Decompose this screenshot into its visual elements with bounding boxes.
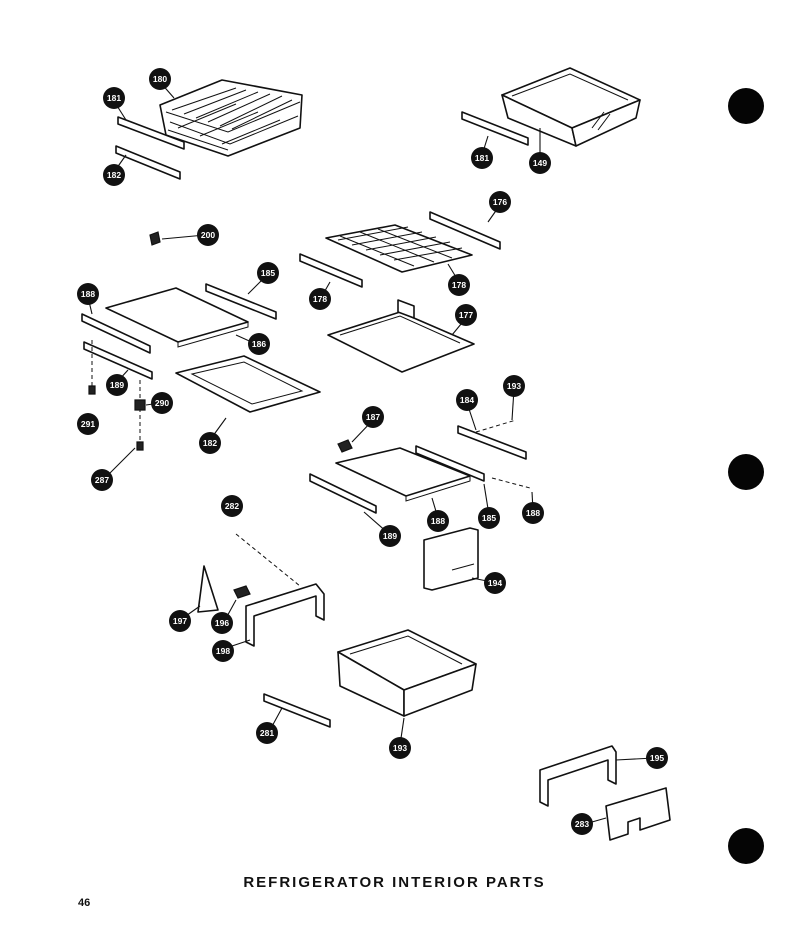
crisper-frame-assembly [197, 533, 325, 647]
callout-185: 185 [478, 507, 500, 529]
wire-shelf [299, 211, 501, 288]
callout-187: 187 [362, 406, 384, 428]
callout-193: 193 [389, 737, 411, 759]
svg-text:188: 188 [526, 508, 540, 518]
svg-text:283: 283 [575, 819, 589, 829]
callout-283: 283 [571, 813, 593, 835]
svg-text:198: 198 [216, 646, 230, 656]
glass-shelf [81, 283, 277, 380]
callout-188: 188 [522, 502, 544, 524]
rear-bracket-assembly [539, 745, 671, 841]
crisper-pan [337, 629, 477, 717]
svg-text:186: 186 [252, 339, 266, 349]
diagram-title: REFRIGERATOR INTERIOR PARTS [243, 874, 546, 891]
svg-text:290: 290 [155, 398, 169, 408]
svg-text:178: 178 [313, 294, 327, 304]
callout-291: 291 [77, 413, 99, 435]
svg-text:176: 176 [493, 197, 507, 207]
callout-194: 194 [484, 572, 506, 594]
binder-hole-bottom [728, 828, 764, 864]
svg-text:188: 188 [431, 516, 445, 526]
svg-text:184: 184 [460, 395, 474, 405]
svg-text:182: 182 [203, 438, 217, 448]
svg-text:193: 193 [507, 381, 521, 391]
callout-196: 196 [211, 612, 233, 634]
callout-184: 184 [456, 389, 478, 411]
svg-text:181: 181 [107, 93, 121, 103]
binder-hole-top [728, 88, 764, 124]
callout-176: 176 [489, 191, 511, 213]
svg-text:178: 178 [452, 280, 466, 290]
callout-181: 181 [471, 147, 493, 169]
screw-assembly-left [88, 340, 146, 451]
svg-text:282: 282 [225, 501, 239, 511]
svg-text:200: 200 [201, 230, 215, 240]
callout-193: 193 [503, 375, 525, 397]
svg-text:180: 180 [153, 74, 167, 84]
callout-149: 149 [529, 152, 551, 174]
leader-lines [87, 81, 655, 825]
callout-198: 198 [212, 640, 234, 662]
callout-189: 189 [106, 374, 128, 396]
svg-text:291: 291 [81, 419, 95, 429]
callout-197: 197 [169, 610, 191, 632]
svg-text:177: 177 [459, 310, 473, 320]
shelf-frame [175, 355, 321, 413]
callout-178: 178 [448, 274, 470, 296]
callout-189: 189 [379, 525, 401, 547]
callout-188: 188 [77, 283, 99, 305]
svg-text:189: 189 [110, 380, 124, 390]
svg-text:195: 195 [650, 753, 664, 763]
callout-282: 282 [221, 495, 243, 517]
binder-hole-middle [728, 454, 764, 490]
svg-text:185: 185 [482, 513, 496, 523]
svg-text:182: 182 [107, 170, 121, 180]
meat-pan [461, 67, 641, 147]
basket-rails [115, 116, 185, 180]
pan-rail [263, 693, 331, 728]
callout-181: 181 [103, 87, 125, 109]
cover-panel [423, 527, 479, 591]
callout-178: 178 [309, 288, 331, 310]
callout-188: 188 [427, 510, 449, 532]
shelf-clip [149, 231, 161, 246]
callout-281: 281 [256, 722, 278, 744]
lower-glass-shelf [309, 419, 531, 514]
cantilever-shelf [327, 299, 475, 373]
svg-text:149: 149 [533, 158, 547, 168]
svg-text:197: 197 [173, 616, 187, 626]
svg-text:188: 188 [81, 289, 95, 299]
svg-text:281: 281 [260, 728, 274, 738]
svg-text:189: 189 [383, 531, 397, 541]
callout-180: 180 [149, 68, 171, 90]
callout-177: 177 [455, 304, 477, 326]
svg-text:181: 181 [475, 153, 489, 163]
svg-text:193: 193 [393, 743, 407, 753]
callout-182: 182 [103, 164, 125, 186]
svg-text:194: 194 [488, 578, 502, 588]
callout-186: 186 [248, 333, 270, 355]
callout-290: 290 [151, 392, 173, 414]
svg-text:185: 185 [261, 268, 275, 278]
svg-text:196: 196 [215, 618, 229, 628]
callout-195: 195 [646, 747, 668, 769]
callout-185: 185 [257, 262, 279, 284]
svg-text:287: 287 [95, 475, 109, 485]
callout-182: 182 [199, 432, 221, 454]
svg-text:187: 187 [366, 412, 380, 422]
callout-287: 287 [91, 469, 113, 491]
page-number: 46 [78, 897, 91, 909]
callout-200: 200 [197, 224, 219, 246]
